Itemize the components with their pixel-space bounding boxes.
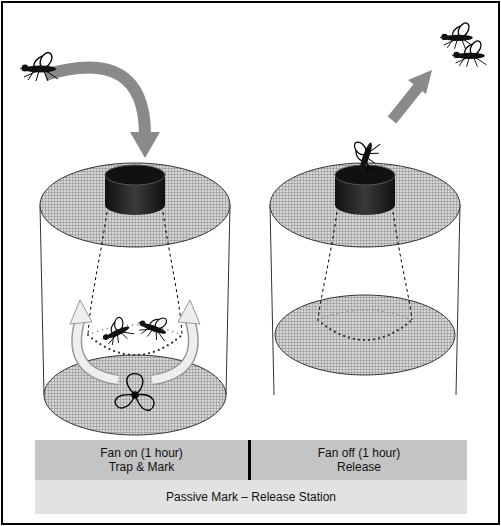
band-label: Passive Mark – Release Station — [166, 490, 336, 504]
band-box: Fan on (1 hour) Trap & Mark — [35, 440, 251, 480]
trap-cylinder — [18, 51, 230, 435]
band-label: Fan on (1 hour) Trap & Mark — [94, 446, 190, 474]
fan-symbol — [115, 374, 154, 411]
band-box: Passive Mark – Release Station — [35, 480, 467, 514]
trap-cylinder — [270, 21, 487, 395]
band-box: Fan off (1 hour) Release — [251, 440, 467, 480]
band-label: Fan off (1 hour) Release — [308, 446, 410, 474]
